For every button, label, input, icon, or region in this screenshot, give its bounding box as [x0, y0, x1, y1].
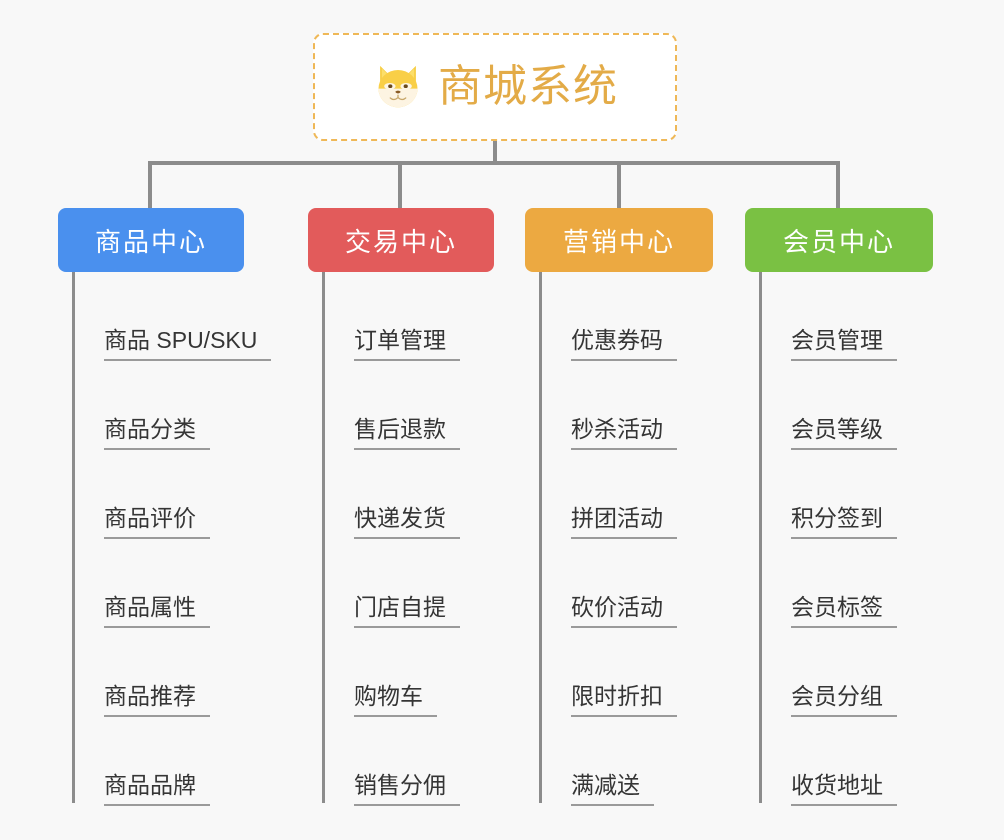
- root-title: 商城系统: [438, 62, 618, 111]
- category-label: 营销中心: [562, 226, 675, 257]
- list-item[interactable]: 商品评价: [72, 450, 271, 539]
- root-node[interactable]: 商城系统: [313, 33, 677, 141]
- item-list-marketing-center: 优惠券码 秒杀活动 拼团活动 砍价活动 限时折扣 满减送: [539, 272, 677, 806]
- spine-member-center: [759, 272, 762, 803]
- list-item[interactable]: 会员管理: [759, 272, 897, 361]
- connector-root-stem: [493, 141, 497, 165]
- list-item[interactable]: 会员标签: [759, 539, 897, 628]
- column-member-center: 会员中心: [745, 208, 933, 272]
- item-label: 满减送: [571, 773, 654, 806]
- item-label: 商品评价: [104, 506, 210, 539]
- spine-trade-center: [322, 272, 325, 803]
- list-item[interactable]: 商品属性: [72, 539, 271, 628]
- list-item[interactable]: 限时折扣: [539, 628, 677, 717]
- item-label: 商品品牌: [104, 773, 210, 806]
- item-label: 秒杀活动: [571, 417, 677, 450]
- category-box-trade-center[interactable]: 交易中心: [308, 208, 494, 272]
- category-box-member-center[interactable]: 会员中心: [745, 208, 933, 272]
- list-item[interactable]: 积分签到: [759, 450, 897, 539]
- item-label: 优惠券码: [571, 328, 677, 361]
- item-label: 销售分佣: [354, 773, 460, 806]
- list-item[interactable]: 会员等级: [759, 361, 897, 450]
- category-label: 会员中心: [782, 226, 895, 257]
- column-marketing-center: 营销中心: [525, 208, 713, 272]
- list-item[interactable]: 订单管理: [322, 272, 460, 361]
- connector-drop-member-center: [836, 161, 840, 208]
- list-item[interactable]: 商品 SPU/SKU: [72, 272, 272, 361]
- item-label: 砍价活动: [571, 595, 677, 628]
- item-label: 商品分类: [104, 417, 210, 450]
- item-label: 订单管理: [354, 328, 460, 361]
- category-label: 商品中心: [94, 226, 207, 257]
- item-label: 快递发货: [354, 506, 460, 539]
- item-list-member-center: 会员管理 会员等级 积分签到 会员标签 会员分组 收货地址: [759, 272, 897, 806]
- list-item[interactable]: 满减送: [539, 717, 677, 806]
- list-item[interactable]: 商品分类: [72, 361, 271, 450]
- list-item[interactable]: 会员分组: [759, 628, 897, 717]
- item-label: 会员标签: [791, 595, 897, 628]
- column-product-center: 商品中心: [58, 208, 244, 272]
- list-item[interactable]: 销售分佣: [322, 717, 460, 806]
- category-label: 交易中心: [344, 226, 457, 257]
- list-item[interactable]: 售后退款: [322, 361, 460, 450]
- item-label: 购物车: [354, 684, 437, 717]
- item-list-product-center: 商品 SPU/SKU 商品分类 商品评价 商品属性 商品推荐 商品品牌: [72, 272, 272, 806]
- spine-marketing-center: [539, 272, 542, 803]
- item-label: 积分签到: [791, 506, 897, 539]
- list-item[interactable]: 拼团活动: [539, 450, 677, 539]
- connector-horizontal-bus: [148, 161, 840, 165]
- item-list-trade-center: 订单管理 售后退款 快递发货 门店自提 购物车 销售分佣: [322, 272, 460, 806]
- item-label: 拼团活动: [571, 506, 677, 539]
- column-trade-center: 交易中心: [308, 208, 494, 272]
- list-item[interactable]: 优惠券码: [539, 272, 677, 361]
- item-label: 会员等级: [791, 417, 897, 450]
- item-label: 售后退款: [354, 417, 460, 450]
- connector-drop-marketing-center: [617, 161, 621, 208]
- list-item[interactable]: 门店自提: [322, 539, 460, 628]
- item-label: 收货地址: [791, 773, 897, 806]
- connector-drop-product-center: [148, 161, 152, 208]
- list-item[interactable]: 购物车: [322, 628, 460, 717]
- list-item[interactable]: 商品品牌: [72, 717, 271, 806]
- list-item[interactable]: 收货地址: [759, 717, 897, 806]
- item-label: 门店自提: [354, 595, 460, 628]
- item-label: 商品 SPU/SKU: [104, 328, 272, 361]
- list-item[interactable]: 快递发货: [322, 450, 460, 539]
- item-label: 会员分组: [791, 684, 897, 717]
- list-item[interactable]: 秒杀活动: [539, 361, 677, 450]
- category-box-marketing-center[interactable]: 营销中心: [525, 208, 713, 272]
- shiba-dog-face-icon: [378, 65, 418, 108]
- list-item[interactable]: 商品推荐: [72, 628, 271, 717]
- category-box-product-center[interactable]: 商品中心: [58, 208, 244, 272]
- item-label: 限时折扣: [571, 684, 677, 717]
- spine-product-center: [72, 272, 75, 803]
- item-label: 会员管理: [791, 328, 897, 361]
- connector-drop-trade-center: [398, 161, 402, 208]
- item-label: 商品属性: [104, 595, 210, 628]
- list-item[interactable]: 砍价活动: [539, 539, 677, 628]
- item-label: 商品推荐: [104, 684, 210, 717]
